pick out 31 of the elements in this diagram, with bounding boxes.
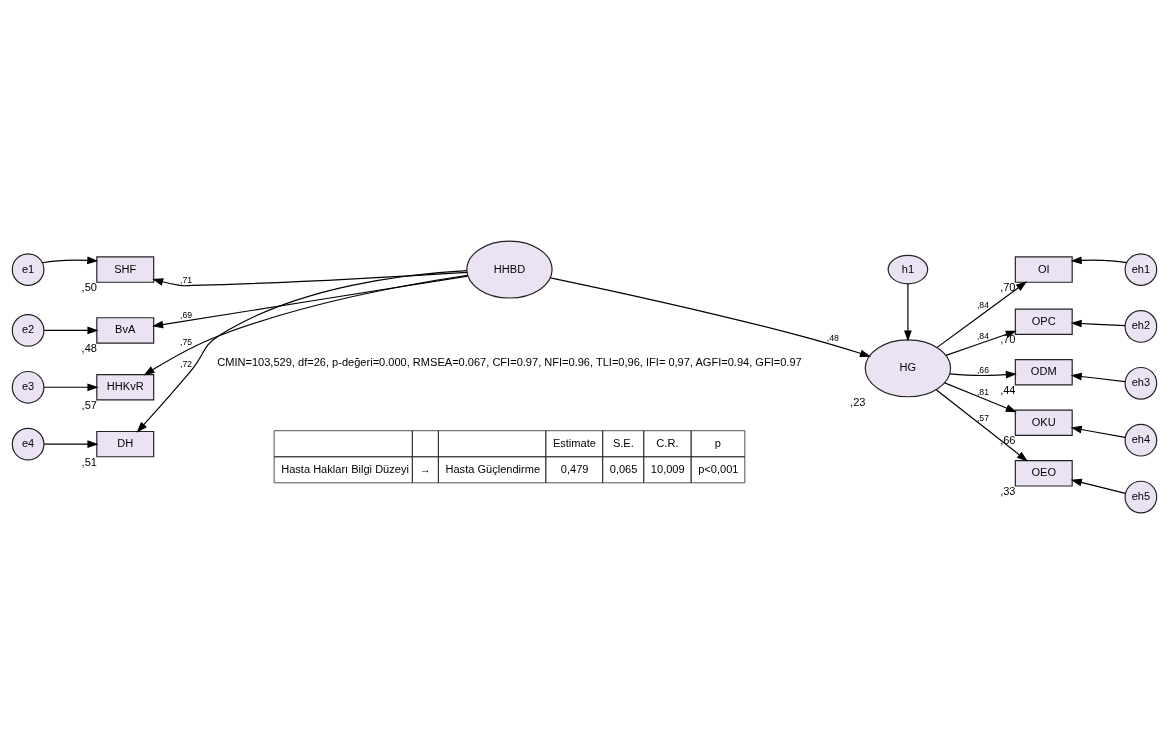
label: Hasta Hakları Bilgi Düzeyi (281, 462, 409, 475)
label: p<0,001 (698, 462, 739, 475)
label: 0,479 (560, 462, 589, 475)
node-label: ,23 (850, 395, 866, 408)
node-label: ,70 (1000, 280, 1016, 293)
node-label: ,51 (81, 455, 97, 468)
label: 0,065 (609, 462, 638, 475)
node-label: ,44 (1000, 383, 1016, 396)
edge-label: ,66 (976, 364, 989, 375)
node-label: ,66 (1000, 433, 1016, 446)
label: CMIN=103,529, df=26, p-değeri=0.000, RMSEA=0.067, CFI=0.97, NFI=0.96, TLI=0,96, IFI= 0,97, AGFI=0.94, GFI=0.97 (217, 355, 802, 368)
node-label: ,48 (81, 341, 97, 354)
edge-label: ,84 (976, 330, 989, 341)
edge-label: ,48 (826, 332, 839, 343)
node-label: ,57 (81, 398, 97, 411)
edge-label: ,81 (976, 386, 989, 397)
label: C.R. (656, 436, 679, 449)
edge-label: ,72 (180, 358, 193, 369)
label: Estimate (552, 436, 596, 449)
label: 10,009 (650, 462, 685, 475)
label: → (419, 462, 431, 475)
node-label: ,50 (81, 280, 97, 293)
edge-label: ,84 (976, 299, 989, 310)
edge-label: ,57 (976, 412, 989, 423)
label: S.E. (612, 436, 634, 449)
label: p (714, 436, 721, 449)
label: Hasta Güçlendirme (445, 462, 541, 475)
edge-label: ,75 (180, 336, 193, 347)
edge-label: ,69 (180, 309, 193, 320)
edge-label: ,71 (180, 274, 193, 285)
node-label: ,33 (1000, 484, 1016, 497)
